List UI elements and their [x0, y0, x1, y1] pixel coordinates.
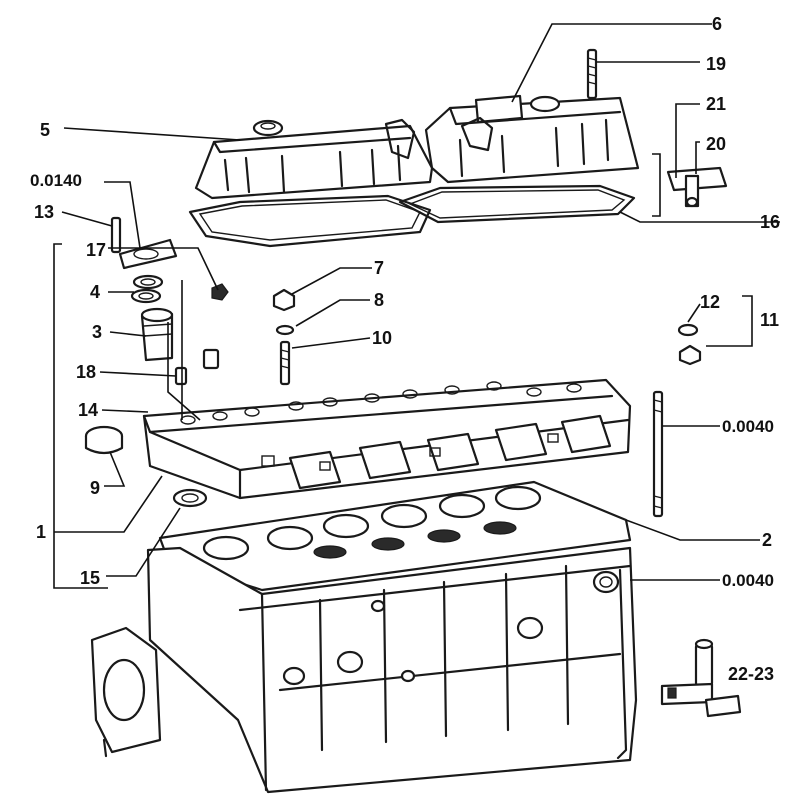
label-16: 16	[760, 212, 780, 232]
washer-12	[677, 323, 699, 337]
label-8: 8	[374, 290, 384, 310]
sensor-22-23	[660, 638, 742, 718]
label-12: 12	[700, 292, 720, 312]
seal-15	[172, 488, 208, 508]
label-9: 9	[90, 478, 100, 498]
label-15: 15	[80, 568, 100, 588]
flange-0140	[118, 238, 178, 270]
plug-9	[84, 425, 124, 455]
bracket-20	[666, 166, 728, 208]
dowel-pin	[202, 348, 220, 370]
long-stud	[652, 390, 664, 518]
nut-17	[211, 283, 229, 301]
label-17: 17	[86, 240, 106, 260]
dowel-18	[174, 366, 188, 386]
rocker-cover-left	[194, 118, 434, 200]
label-10: 10	[372, 328, 392, 348]
callout-labels: 6 19 5 21 20 0.0140 16 13 17 7 4 8 12 11…	[30, 14, 780, 684]
label-1: 1	[36, 522, 46, 542]
label-2: 2	[762, 530, 772, 550]
label-20: 20	[706, 134, 726, 154]
label-5: 5	[40, 120, 50, 140]
label-0040-block: 0.0040	[722, 571, 774, 590]
label-18: 18	[76, 362, 96, 382]
label-11: 11	[760, 310, 779, 330]
washer-8	[275, 324, 295, 336]
label-19: 19	[706, 54, 726, 74]
label-22-23: 22-23	[728, 664, 774, 684]
label-13: 13	[34, 202, 54, 222]
head-gasket	[158, 480, 632, 592]
label-3: 3	[92, 322, 102, 342]
leader-lines	[53, 23, 780, 589]
stud-19	[586, 48, 598, 100]
label-14: 14	[78, 400, 98, 420]
label-21: 21	[706, 94, 726, 114]
bolt-7	[272, 288, 296, 312]
valve-bosses	[180, 381, 582, 425]
label-7: 7	[374, 258, 384, 278]
label-4: 4	[90, 282, 100, 302]
label-0140: 0.0140	[30, 171, 82, 190]
nut-11	[678, 344, 702, 366]
rocker-cover-right	[424, 94, 640, 184]
stud-13	[110, 216, 122, 254]
rocker-cover-gaskets	[188, 184, 636, 248]
cylinder-head	[142, 378, 632, 500]
washers-4	[130, 274, 164, 304]
label-0040-stud: 0.0040	[722, 417, 774, 436]
engine-block	[90, 546, 638, 794]
gasket-bores	[202, 485, 542, 561]
label-6: 6	[712, 14, 722, 34]
stud-10	[279, 340, 291, 386]
